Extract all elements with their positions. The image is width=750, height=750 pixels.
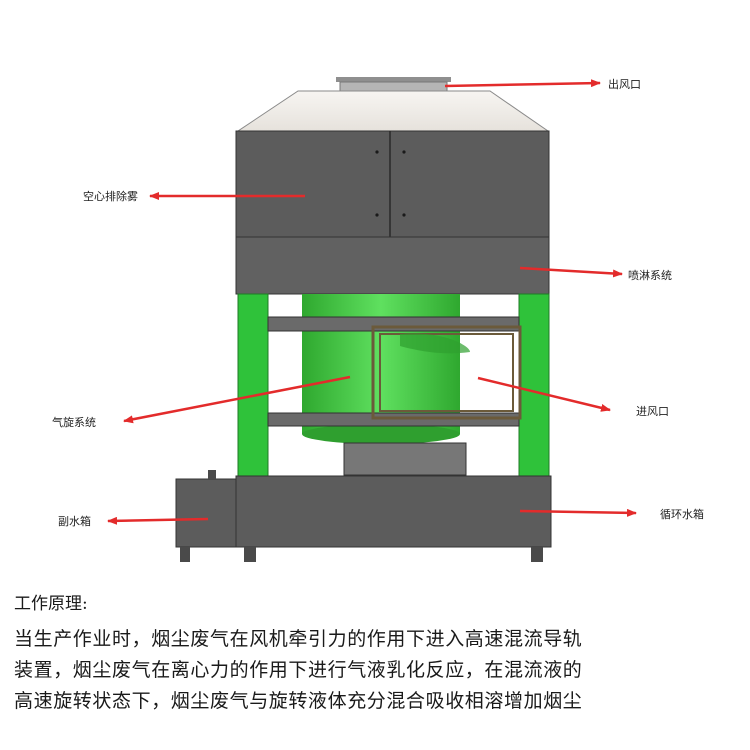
working-principle-text: 工作原理: 当生产作业时，烟尘废气在风机牵引力的作用下进入高速混流导轨 装置，烟… [14,593,740,717]
label-swirl-system: 气旋系统 [52,415,96,429]
arrow-swirl [123,375,351,424]
label-aux-tank: 副水箱 [58,514,91,528]
label-outlet: 出风口 [608,77,641,91]
scrubber-tower-diagram: 出风口 空心排除雾 喷淋系统 气旋系统 进风口 副水箱 循环水箱 [52,77,704,562]
aux-tank-body [175,470,237,562]
spray-band [235,236,550,295]
label-inlet: 进风口 [636,405,669,418]
principle-line-1: 当生产作业时，烟尘废气在风机牵引力的作用下进入高速混流导轨 [14,628,583,650]
label-circulation-tank: 循环水箱 [660,507,704,521]
arrow-outlet [444,79,601,88]
principle-line-3: 高速旋转状态下，烟尘废气与旋转液体充分混合吸收相溶增加烟尘 [14,690,583,712]
upper-cabinet [235,130,550,238]
inlet-duct [371,325,522,420]
callout-arrows [107,79,637,525]
upper-crossbar [267,316,520,332]
outlet-flange [336,77,451,92]
pump-block [343,442,467,476]
label-spray-system: 喷淋系统 [628,269,672,282]
principle-line-2: 装置，烟尘废气在离心力的作用下进行气液乳化反应，在混流液的 [14,659,583,681]
arrow-spray [519,266,623,278]
principle-heading: 工作原理: [14,594,88,614]
arrow-circulation-tank [519,508,637,517]
left-frame-column [237,293,269,477]
arrow-inlet [477,376,611,412]
top-hood [236,90,550,132]
arrow-aux-tank [107,516,209,525]
right-frame-column [518,293,550,477]
circulation-tank-body [235,475,552,562]
label-hollow-chamber: 空心排除雾 [83,189,138,203]
